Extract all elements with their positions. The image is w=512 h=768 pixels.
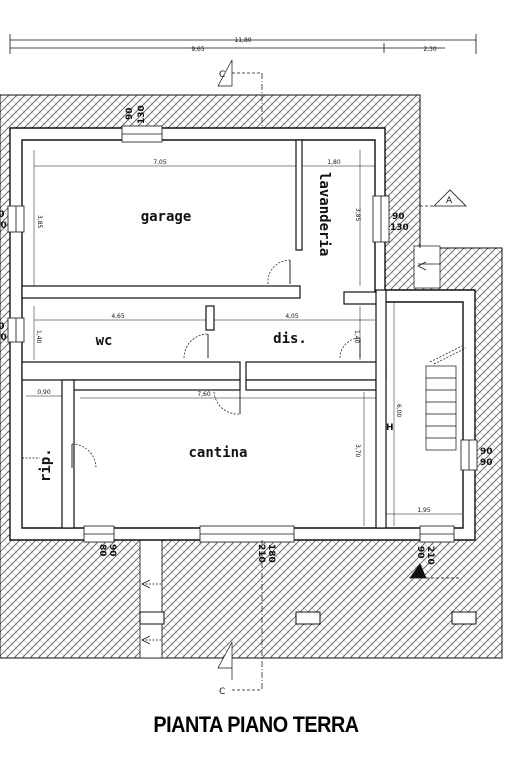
win-bottom-l-a: 80: [97, 544, 107, 557]
dim-top-right: 2,30: [423, 46, 437, 53]
entry-arrows: [22, 457, 162, 645]
section-c-top: C: [219, 70, 225, 80]
dim-garage-h: 3,85: [36, 215, 43, 229]
dim-lav-w: 1,80: [327, 159, 341, 166]
interior-walls: [21, 139, 387, 529]
section-c-bottom: C: [219, 687, 225, 697]
win-bottom-m-a: 210: [256, 544, 266, 563]
win-stair-a: 90: [480, 447, 493, 457]
win-bottom-m-b: 180: [266, 544, 276, 563]
dim-dis-h: 1,40: [353, 330, 360, 344]
room-label-lavanderia: lavanderia: [316, 172, 332, 256]
inner-dimension-lines: [26, 150, 462, 526]
room-label-garage: garage: [141, 209, 192, 225]
exterior-walls: [9, 127, 476, 541]
dim-cantina-h: 3,70: [354, 444, 361, 458]
room-label-wc: wc: [96, 333, 113, 349]
win-bottom-r-a: 90: [415, 546, 425, 559]
door-swings: [71, 259, 361, 469]
windows: [7, 125, 478, 543]
dim-cantina-w: 7,60: [197, 391, 211, 398]
section-line-c: [217, 59, 263, 691]
section-line-a: [409, 189, 467, 579]
staircase: [413, 245, 467, 451]
win-right-b: 130: [390, 223, 409, 233]
win-left-b: 130: [0, 221, 7, 231]
dim-top-left: 9,65: [191, 46, 205, 53]
door-leaves: [71, 260, 361, 468]
room-label-dis: dis.: [273, 331, 307, 347]
stair-marker: H: [386, 423, 394, 433]
dim-dis-w: 4,05: [285, 313, 299, 320]
win-right-a: 90: [392, 212, 405, 222]
dim-lav-h: 3,85: [354, 208, 361, 222]
page-title: PIANTA PIANO TERRA: [153, 712, 359, 737]
room-label-rip: rip.: [38, 448, 54, 482]
dim-top-total: 11,80: [234, 37, 251, 44]
dim-stair-h: 6,00: [395, 404, 402, 418]
dim-garage-w: 7,05: [153, 159, 167, 166]
win-bottom-r-b: 210: [425, 546, 435, 565]
section-a: A: [446, 196, 453, 206]
win-top-b: 130: [137, 105, 147, 124]
top-dimension-lines: [9, 34, 477, 54]
room-label-cantina: cantina: [188, 445, 247, 461]
pavement-hatch: [0, 94, 503, 659]
win-stair-b: 90: [480, 458, 493, 468]
dim-stair-w: 1,95: [417, 507, 431, 514]
win-left2-a: 90: [0, 322, 5, 332]
win-top-a: 90: [125, 107, 135, 120]
dim-wc-h: 1,40: [35, 330, 42, 344]
win-left-a: 90: [0, 210, 5, 220]
win-left2-b: 130: [0, 333, 7, 343]
dim-wc-w: 4,65: [111, 313, 125, 320]
win-bottom-l-b: 90: [107, 544, 117, 557]
dim-rip-w: 0,90: [37, 389, 51, 396]
